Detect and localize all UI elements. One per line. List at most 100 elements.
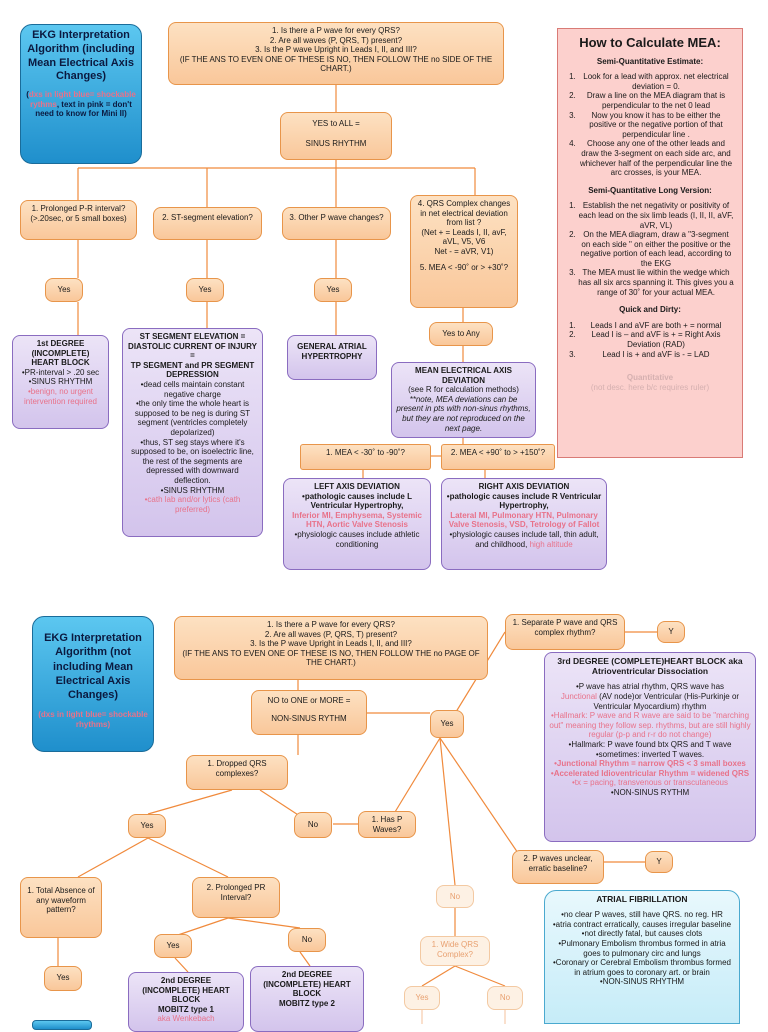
has-p-waves-label: 1. Has P Waves? [371, 815, 403, 834]
st-elevation-detail-box: ST SEGMENT ELEVATION = DIASTOLIC CURRENT… [122, 328, 263, 537]
lad-1: •pathologic causes include L Ventricular… [302, 491, 412, 511]
total-absence-box: 1. Total Absence of any waveform pattern… [20, 877, 102, 938]
first-degree-title: 1st DEGREE (INCOMPLETE) HEART BLOCK [31, 339, 90, 368]
quick-3: Lead I is + and aVF is - = LAD [578, 350, 734, 360]
third-degree-8: •Accelerated Idioventricular Rhythm = wi… [550, 768, 750, 778]
non-sinus-box: NO to ONE or MORE = NON-SINUS RYTHM [251, 690, 367, 735]
bottom-q2: 2. Are all waves (P, QRS, T) present? [264, 629, 398, 639]
no-box-faded: No [436, 885, 474, 908]
st-elevation-box: 2. ST-segment elevation? [153, 207, 262, 240]
atrial-hypertrophy-label: GENERAL ATRIAL HYPERTROPHY [297, 342, 367, 361]
lad-title: LEFT AXIS DEVIATION [314, 482, 400, 491]
yes-label: Yes [440, 719, 454, 728]
mea-calc-title: How to Calculate MEA: [579, 35, 721, 50]
top-title: EKG Interpretation Algorithm (including … [27, 29, 135, 83]
quick-list: Leads I and aVF are both + = normal Lead… [566, 321, 734, 359]
rad-3: •physiologic causes include tall, thin a… [446, 530, 602, 549]
no-label: No [307, 820, 319, 829]
bottom-question-box: 1. Is there a P wave for every QRS? 2. A… [174, 616, 488, 680]
lad-2: Inferior MI, Emphysema, Systemic HTN, Ao… [292, 510, 422, 530]
rad-2: Lateral MI, Pulmonary HTN, Pulmonary Val… [448, 510, 600, 530]
yes-label: Yes [166, 941, 180, 950]
wide-qrs-box: 1. Wide QRS Complex? [420, 936, 490, 966]
has-p-waves-box: 1. Has P Waves? [358, 811, 416, 838]
third-degree-7: •Junctional Rhythm = narrow QRS < 3 smal… [554, 759, 746, 769]
other-p-wave-box: 3. Other P wave changes? [282, 207, 391, 240]
other-p-wave-label: 3. Other P wave changes? [289, 213, 384, 222]
top-q1: 1. Is there a P wave for every QRS? [272, 26, 400, 35]
mobitz-1-box: 2nd DEGREE (INCOMPLETE) HEART BLOCK MOBI… [128, 972, 244, 1032]
top-title-box: EKG Interpretation Algorithm (including … [20, 24, 142, 164]
yes-box-left: Yes [128, 814, 166, 838]
no-label: No [301, 935, 313, 944]
y-label: Y [668, 627, 674, 636]
af-2: •atria contract erratically, causes irre… [552, 919, 732, 929]
yes-label: Yes [415, 993, 429, 1002]
mea-calc-h1: Semi-Quantitative Estimate: [596, 56, 704, 66]
sinus-rhythm-box: YES to ALL = SINUS RHYTHM [280, 112, 392, 160]
estimate-1: Look for a lead with approx. net electri… [578, 72, 734, 91]
top-legend: (dxs in light blue= shockable rythms, te… [26, 90, 136, 119]
mea-range-label: 5. MEA < -90˚ or > +30˚? [419, 262, 509, 272]
no-box-faded-2: No [487, 986, 523, 1010]
first-degree-block-box: 1st DEGREE (INCOMPLETE) HEART BLOCK •PR-… [12, 335, 109, 429]
af-3: •not directly fatal, but causes clots [581, 929, 703, 939]
prolonged-pr-label: 1. Prolonged P-R interval? (>.20sec, or … [30, 204, 127, 223]
third-degree-4: •Hallmark: P wave and R wave are said to… [549, 711, 751, 740]
top-q2: 2. Are all waves (P, QRS, T) present? [269, 35, 403, 45]
mea-calc-h2: Semi-Quantitative Long Version: [588, 185, 712, 195]
mobitz1-sub: MOBITZ type 1 [157, 1004, 214, 1014]
lad-3: •physiologic causes include athletic con… [294, 529, 420, 549]
yes-box-2: Yes [186, 278, 224, 302]
no-box-mid: No [294, 812, 332, 838]
top-q4: (IF THE ANS TO EVEN ONE OF THESE IS NO, … [179, 54, 493, 74]
mea-calc-panel: How to Calculate MEA: Semi-Quantitative … [557, 28, 743, 458]
yes-box-3: Yes [314, 278, 352, 302]
third-degree-3: (AV node)or Ventricular (His-Purkinje or… [593, 691, 740, 711]
yes-to-any-box: Yes to Any [429, 322, 493, 346]
mea-deviation-box: MEAN ELECTRICAL AXIS DEVIATION (see R fo… [391, 362, 536, 438]
mea-right-label: 2. MEA < +90˚ to > +150˚? [450, 448, 546, 457]
mea-deviation-title: MEAN ELECTRICAL AXIS DEVIATION [415, 366, 512, 385]
yes-box-pr: Yes [154, 934, 192, 958]
quick-1: Leads I and aVF are both + = normal [578, 321, 734, 331]
mea-right-box: 2. MEA < +90˚ to > +150˚? [441, 444, 555, 470]
bottom-title-box: EKG Interpretation Algorithm (not includ… [32, 616, 154, 752]
dropped-qrs-label: 1. Dropped QRS complexes? [207, 759, 267, 778]
st-elevation-label: 2. ST-segment elevation? [162, 213, 253, 222]
st-detail-1: •dead cells maintain constant negative c… [140, 379, 245, 399]
st-detail-2: •the only time the whole heart is suppos… [134, 399, 251, 437]
bottom-q1: 1. Is there a P wave for every QRS? [267, 620, 395, 629]
no-box-pr: No [288, 928, 326, 952]
prolonged-pr-box: 1. Prolonged P-R interval? (>.20sec, or … [20, 200, 137, 240]
top-q3: 3. Is the P wave Upright in Leads I, II,… [255, 45, 417, 55]
no-label: No [499, 993, 511, 1002]
mobitz1-title: 2nd DEGREE (INCOMPLETE) HEART BLOCK [142, 976, 230, 1005]
yes-label: Yes [326, 285, 340, 294]
bottom-legend-text: dxs in light blue= shockable rhythms [40, 710, 148, 730]
rad-3-text: •physiologic causes include tall, thin a… [449, 529, 599, 549]
yes-box-1: Yes [45, 278, 83, 302]
no-one-label: NO to ONE or MORE = [267, 696, 351, 705]
separate-rhythm-label: 1. Separate P wave and QRS complex rhyth… [512, 618, 618, 637]
bottom-title: EKG Interpretation Algorithm (not includ… [44, 632, 142, 702]
first-degree-pr: •PR-interval > .20 sec [21, 367, 100, 377]
yes-label: Yes [198, 285, 212, 294]
prolonged-pr-bottom-box: 2. Prolonged PR Interval? [192, 877, 280, 918]
estimate-4: Choose any one of the other leads and dr… [578, 139, 734, 177]
st-detail-title: ST SEGMENT ELEVATION = DIASTOLIC CURRENT… [128, 332, 257, 361]
yes-label: Yes [140, 821, 154, 830]
qrs-changes-label: 4. QRS Complex changes in net electrical… [417, 199, 511, 228]
estimate-3: Now you know it has to be either the pos… [578, 111, 734, 140]
long-version-list: Establish the net negativity or positivi… [566, 201, 734, 297]
long-1: Establish the net negativity or positivi… [578, 201, 734, 230]
wide-qrs-label: 1. Wide QRS Complex? [431, 940, 479, 959]
rad-title: RIGHT AXIS DEVIATION [478, 482, 570, 491]
rad-1: •pathologic causes include R Ventricular… [446, 491, 602, 511]
third-degree-5: •Hallmark: P wave found btx QRS and T wa… [568, 739, 732, 749]
top-legend-shockable: dxs in light blue= shockable rythms [28, 90, 136, 109]
no-label: No [449, 892, 461, 901]
y-box-1: Y [657, 621, 685, 643]
yes-to-any-label: Yes to Any [442, 329, 480, 338]
absence-result-box [32, 1020, 92, 1030]
